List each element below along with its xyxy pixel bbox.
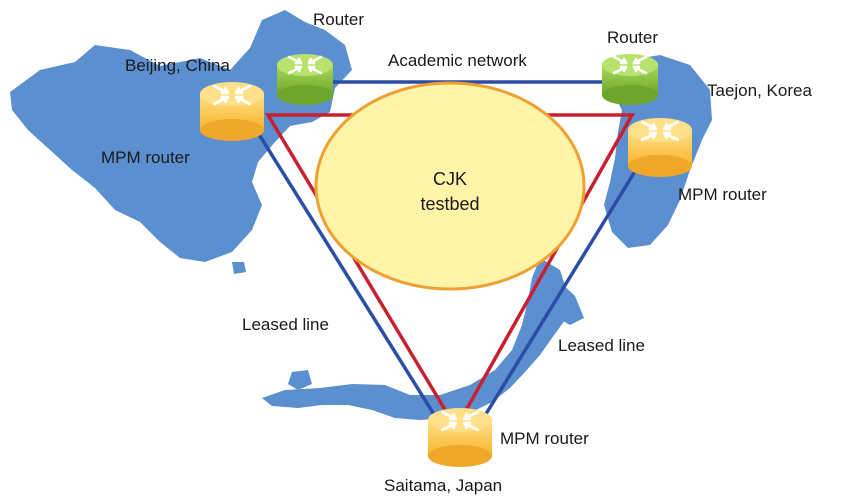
testbed-label-line2: testbed: [420, 194, 479, 214]
router-label-korea: Router: [607, 28, 658, 47]
mpm-router-label-china: MPM router: [101, 148, 190, 167]
saitama-label: Saitama, Japan: [384, 476, 502, 495]
cjk-testbed-ellipse: [314, 81, 586, 291]
academic-network-label: Academic network: [388, 51, 527, 70]
mpm-router-icon-korea: [628, 118, 692, 177]
router-icon-korea-green: [602, 54, 658, 105]
router-label-china: Router: [313, 10, 364, 29]
testbed-label-line1: CJK: [433, 169, 467, 189]
japan-map: [262, 258, 570, 420]
router-icon-china-green: [277, 54, 333, 105]
japan-island-south: [288, 370, 312, 390]
leased-line-label-right: Leased line: [558, 336, 645, 355]
mpm-router-label-korea: MPM router: [678, 185, 767, 204]
china-map: [10, 10, 352, 262]
mpm-router-icon-japan: [428, 408, 492, 467]
taejon-label: Taejon, Korea: [707, 81, 812, 100]
mpm-router-icon-china: [200, 82, 264, 141]
beijing-label: Beijing, China: [125, 56, 230, 75]
japan-island-north: [545, 278, 584, 325]
leased-line-china-japan: [248, 119, 452, 441]
leased-line-korea-japan: [468, 154, 647, 441]
china-island: [232, 262, 246, 274]
leased-line-label-left: Leased line: [242, 315, 329, 334]
mpm-router-label-japan: MPM router: [500, 429, 589, 448]
